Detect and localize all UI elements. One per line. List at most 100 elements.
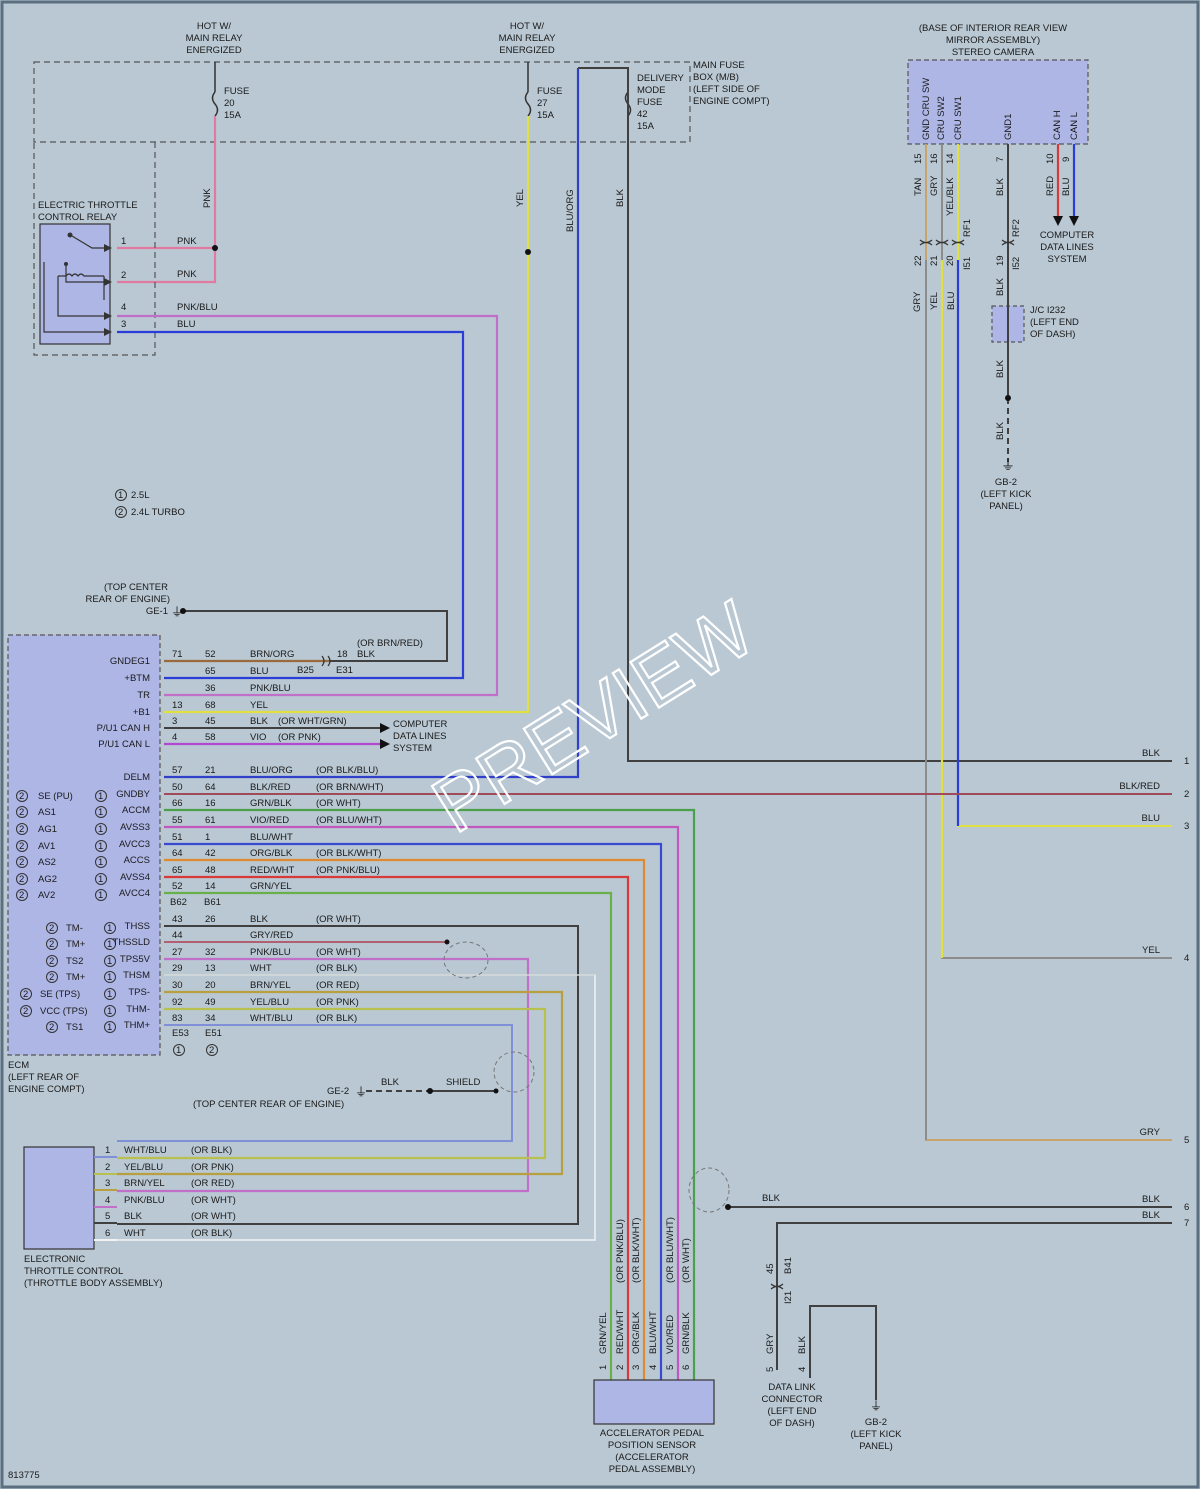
- wire-redwht-avss4: [164, 875, 630, 1380]
- ecm-mid-ver2-7: [16, 889, 28, 901]
- conn-b62: B62: [170, 897, 187, 908]
- wire-grnyel-avcc4: [164, 891, 613, 1380]
- gb2-bot-l1: GB-2: [865, 1417, 887, 1428]
- ecm-bot-a-2: 27: [172, 947, 183, 958]
- ecm-mid-a-2: 66: [172, 798, 183, 809]
- ecm-bot-ver2-3: [46, 971, 58, 983]
- jc-label-l3: OF DASH): [1030, 329, 1075, 340]
- relay-pin4-num: 4: [121, 302, 126, 313]
- app-wire-0: GRN/YEL: [598, 1312, 609, 1354]
- ecm-bot-a-5: 92: [172, 997, 183, 1008]
- gb2-top-l1: GB-2: [995, 477, 1017, 488]
- ecm-mid-left-7: AV2: [38, 890, 55, 901]
- app-wire-5: GRN/BLK: [681, 1312, 692, 1354]
- camera-conn-19: 19: [995, 255, 1006, 266]
- relay-pin1-num: 1: [121, 236, 126, 247]
- camera-conn-rf1: RF1: [962, 219, 973, 237]
- jc-label-l1: J/C I232: [1030, 305, 1065, 316]
- ecm-bot-ver2-2: [46, 955, 58, 967]
- ge2-label: (TOP CENTER REAR OF ENGINE): [193, 1099, 344, 1110]
- conn-e53: E53: [172, 1028, 189, 1039]
- ecm-bot-alt-4: (OR RED): [316, 980, 359, 991]
- hot2-l3: ENERGIZED: [499, 45, 555, 56]
- svg-text:2: 2: [209, 1045, 214, 1056]
- relay-pin2-wire: PNK: [177, 269, 197, 280]
- relay-pin3-wire: BLU: [177, 319, 196, 330]
- ecm-mid-ver1-4-num: 1: [98, 841, 103, 852]
- ecm-bot-right-1: THSSLD: [113, 937, 151, 948]
- fuse27-l3: 15A: [537, 110, 555, 121]
- camera-computer-l3: SYSTEM: [1047, 254, 1086, 265]
- fuse42-l1: DELIVERY: [637, 73, 684, 84]
- wire-pnk-fuse20: [117, 116, 217, 284]
- ecm-mid-ver2-5: [16, 856, 28, 868]
- etc-pin-alt-4: (OR WHT): [191, 1211, 236, 1222]
- etc-pin-alt-3: (OR WHT): [191, 1195, 236, 1206]
- output-num-6: 6: [1184, 1202, 1189, 1213]
- bottom-mid-wire: BLK: [762, 1193, 781, 1204]
- ecm-bot-ver2-0: [46, 922, 58, 934]
- hot1-l2: MAIN RELAY: [186, 33, 244, 44]
- ecm-bot-left-6: TS1: [66, 1022, 83, 1033]
- ecm-mid-ver2-7-num: 2: [19, 890, 24, 901]
- ecm-mid-right-2: ACCM: [122, 805, 150, 816]
- dlc-label-l4: OF DASH): [769, 1418, 814, 1429]
- app-label-l4: PEDAL ASSEMBLY): [609, 1464, 696, 1475]
- dlc-wire-blk: BLK: [797, 1335, 808, 1354]
- legend-24l-turbo: 2.4L TURBO: [131, 507, 185, 518]
- ecm-bot-ver1-3: [104, 971, 116, 983]
- fusebox-l2: BOX (M/B): [693, 72, 739, 83]
- camera-box: [907, 59, 1089, 145]
- ecm-bot-ver1-2-num: 1: [107, 956, 112, 967]
- etc-pin-wire-1: YEL/BLU: [124, 1162, 163, 1173]
- camera-pinnum-9: 9: [1061, 157, 1072, 162]
- ecm-bot-wire-3: WHT: [250, 963, 272, 974]
- ge1-ground-symbol: ⏚: [171, 605, 183, 619]
- dlc-label-l1: DATA LINK: [768, 1382, 816, 1393]
- output-wire-3: BLU: [1142, 813, 1161, 824]
- etc-pin-num-5: 6: [105, 1228, 110, 1239]
- ge2-ground-symbol: ⏚: [355, 1085, 367, 1099]
- etc-pin-alt-2: (OR RED): [191, 1178, 234, 1189]
- ecm-bot-ver2-3-num: 2: [49, 972, 54, 983]
- ecm-mid-ver1-4: [95, 840, 107, 852]
- dlc-conn-45: 45: [765, 1263, 776, 1274]
- ecm-mid-b-2: 16: [205, 798, 216, 809]
- etc-label-l3: (THROTTLE BODY ASSEMBLY): [24, 1278, 162, 1289]
- fuse-box-area: HOT W/ MAIN RELAY ENERGIZED HOT W/ MAIN …: [33, 21, 770, 143]
- ecm-top-b-0: 52: [205, 649, 216, 660]
- ecm-top-wire-4: BLK: [250, 716, 269, 727]
- relay-label-l1: ELECTRIC THROTTLE: [38, 200, 138, 211]
- vwire-yel: YEL: [515, 189, 526, 207]
- relay-pin2-num: 2: [121, 270, 126, 281]
- ecm-bot-right-5: THM-: [126, 1004, 150, 1015]
- svg-text:2: 2: [118, 507, 123, 518]
- ecm-top-wire-1: BLU: [250, 666, 269, 677]
- ecm-bot-ver1-6: [104, 1021, 116, 1033]
- ecm-mid-b-3: 61: [205, 815, 216, 826]
- ecm-bot-ver2-6: [46, 1021, 58, 1033]
- ecm-label-l1: ECM: [8, 1060, 29, 1071]
- camera-lower-gry: GRY: [912, 291, 923, 312]
- jc-label-l2: (LEFT END: [1030, 317, 1079, 328]
- app-pin-5: 6: [681, 1365, 692, 1370]
- ecm-mid-right-4: AVCC3: [119, 839, 150, 850]
- ecm-pin-0: GNDEG1: [110, 656, 150, 667]
- gnd-wire-blk2: BLK: [995, 421, 1006, 440]
- camera-conn-rf2: RF2: [1011, 219, 1022, 237]
- ecm-mid-ver2-1: [16, 790, 28, 802]
- ecm-mid-ver2-6: [16, 873, 28, 885]
- ecm-mid-a-0: 57: [172, 765, 183, 776]
- ecm-bot-left-2: TS2: [66, 956, 83, 967]
- etc-pin-num-0: 1: [105, 1145, 110, 1156]
- vwire-blk: BLK: [615, 188, 626, 207]
- ecm-box: [7, 634, 161, 1056]
- ecm-bot-ver2-5: [20, 1005, 32, 1017]
- ecm-top-wire-0: BRN/ORG: [250, 649, 294, 660]
- ecm-mid-b-5: 42: [205, 848, 216, 859]
- camera-label-l1: (BASE OF INTERIOR REAR VIEW: [919, 23, 1067, 34]
- ecm-mid-alt-5: (OR BLK/WHT): [316, 848, 381, 859]
